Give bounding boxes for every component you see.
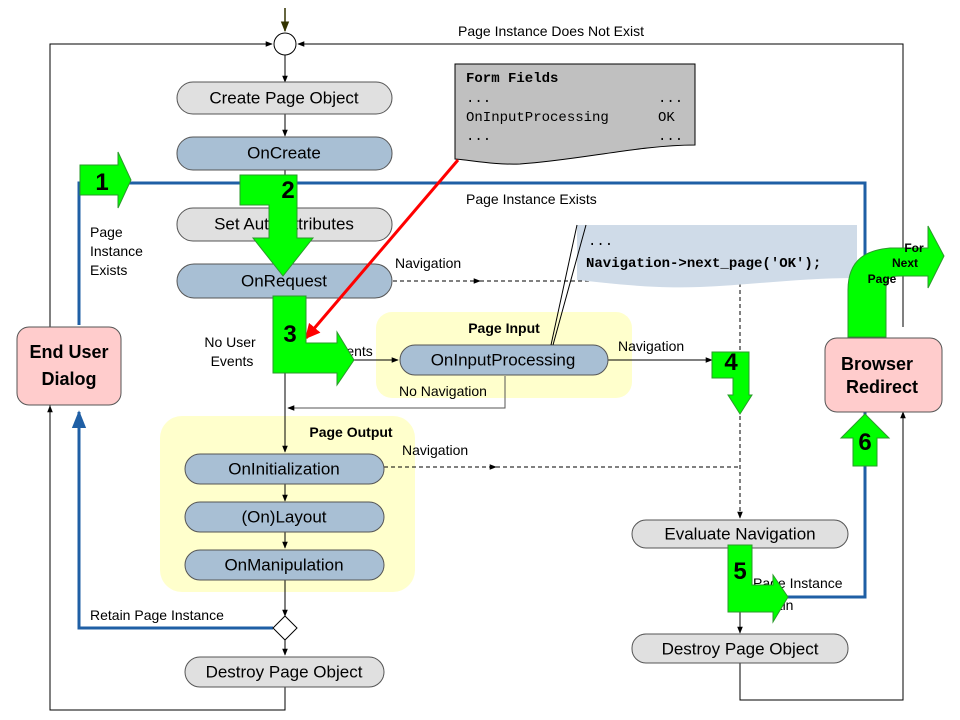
label-line: Exists	[90, 262, 127, 278]
note-field-name: OnInputProcessing	[466, 110, 609, 126]
node-create-page-object[interactable]: Create Page Object	[176, 81, 393, 115]
form-fields-note: Form Fields ... ... OnInputProcessing OK…	[454, 63, 696, 165]
node-label: OnInputProcessing	[431, 350, 576, 369]
node-evaluate-navigation[interactable]: Evaluate Navigation	[631, 519, 849, 549]
node-label: OnManipulation	[224, 555, 343, 574]
node-label: Evaluate Navigation	[664, 524, 815, 543]
node-label: OnInitialization	[228, 459, 340, 478]
node-label: OnRequest	[241, 271, 327, 290]
red-form-field-arrow	[304, 159, 460, 340]
node-destroy-page-object-left[interactable]: Destroy Page Object	[184, 656, 385, 688]
page-output-title: Page Output	[309, 424, 393, 440]
node-on-request[interactable]: OnRequest	[176, 263, 393, 299]
retain-page-instance-line	[71, 410, 273, 630]
box-label: Browser	[841, 354, 913, 374]
label-retain-page-instance: Retain Page Instance	[90, 607, 224, 623]
line-to-browser-redirect	[739, 411, 906, 701]
node-on-create[interactable]: OnCreate	[176, 136, 393, 171]
note-field-value: OK	[658, 110, 675, 126]
box-label: Redirect	[846, 377, 918, 397]
loop-line-right	[297, 41, 904, 327]
page-instance-exists-line	[77, 181, 867, 599]
step-5-arrow: 5	[727, 544, 789, 624]
code-callout: ... Navigation->next_page('OK');	[550, 224, 857, 346]
label-line: Page	[90, 224, 123, 240]
node-label: OnCreate	[247, 143, 321, 162]
step-2-arrow: 2	[239, 174, 315, 277]
arrow-label: Page	[868, 272, 897, 286]
browser-redirect-box[interactable]: Browser Redirect	[824, 337, 943, 413]
node-label: Create Page Object	[209, 88, 359, 107]
step-number: 5	[733, 558, 746, 585]
label-line: Events	[211, 353, 254, 369]
node-on-input-processing[interactable]: OnInputProcessing	[399, 344, 609, 376]
end-user-dialog-box[interactable]: End User Dialog	[16, 326, 122, 406]
retain-decision-diamond	[272, 615, 298, 641]
step-6-arrow: 6	[839, 413, 891, 467]
step-1-arrow: 1	[79, 151, 132, 209]
code-line: ...	[588, 234, 613, 250]
node-on-initialization[interactable]: OnInitialization	[184, 453, 385, 485]
node-on-manipulation[interactable]: OnManipulation	[184, 549, 385, 581]
step-4-arrow: 4	[711, 349, 753, 415]
box-label: End User	[29, 342, 108, 362]
label-navigation-request: Navigation	[395, 255, 461, 271]
label-line: No User	[204, 334, 256, 350]
label-page-instance-exists-top: Page Instance Exists	[466, 191, 597, 207]
note-title: Form Fields	[466, 71, 558, 87]
label-no-navigation: No Navigation	[399, 383, 487, 399]
step-number: 2	[281, 177, 294, 204]
label-navigation-output: Navigation	[402, 442, 468, 458]
no-navigation-connector	[287, 376, 506, 411]
step-number: 3	[283, 321, 296, 348]
for-next-page-arrow: For Next Page	[847, 225, 945, 338]
page-input-title: Page Input	[468, 320, 540, 336]
label-page-instance-does-not-exist: Page Instance Does Not Exist	[458, 23, 644, 39]
note-field-value: ...	[658, 129, 683, 145]
node-destroy-page-object-right[interactable]: Destroy Page Object	[631, 633, 849, 664]
node-label: (On)Layout	[241, 507, 326, 526]
step-number: 6	[858, 429, 871, 456]
note-field-name: ...	[466, 91, 491, 107]
box-label: Dialog	[41, 369, 96, 389]
merge-node	[273, 32, 297, 56]
note-field-name: ...	[466, 129, 491, 145]
step-number: 1	[95, 169, 108, 196]
node-label: Destroy Page Object	[662, 639, 819, 658]
code-line: Navigation->next_page('OK');	[586, 256, 821, 272]
arrow-label: Next	[892, 256, 918, 270]
step-number: 4	[724, 349, 738, 376]
node-label: Destroy Page Object	[206, 662, 363, 681]
label-navigation-input: Navigation	[618, 338, 684, 354]
node-on-layout[interactable]: (On)Layout	[184, 501, 385, 533]
arrow-label: For	[904, 241, 924, 255]
label-page-instance-exists-left: Page Instance Exists	[90, 224, 147, 278]
label-line: Instance	[90, 243, 143, 259]
step-3-arrow: 3	[272, 295, 355, 387]
note-field-value: ...	[658, 91, 683, 107]
label-no-user-events: No User Events	[204, 334, 259, 369]
